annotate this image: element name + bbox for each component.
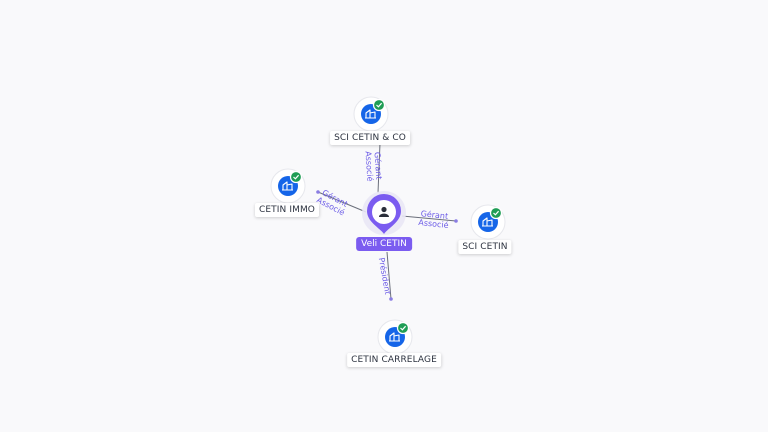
verified-icon (372, 98, 386, 112)
edge-line (401, 215, 457, 222)
edge-arrow-dot (389, 297, 393, 301)
edge-role-label: Associé (363, 151, 375, 182)
checkmark-icon (376, 102, 383, 108)
person-node[interactable] (362, 191, 406, 235)
edge-role-label: Gérant (373, 152, 385, 180)
company-label-cetin-immo[interactable]: CETIN IMMO (255, 203, 319, 217)
checkmark-icon (493, 210, 500, 216)
verified-icon (289, 170, 303, 184)
edge-line (386, 251, 392, 300)
company-label-cetin-carrelage[interactable]: CETIN CARRELAGE (347, 353, 441, 367)
company-node-cetin-carrelage[interactable] (377, 319, 413, 355)
edge-line (377, 142, 381, 194)
company-label-sci-cetin-co[interactable]: SCI CETIN & CO (330, 131, 410, 145)
company-node-sci-cetin-co[interactable] (353, 96, 389, 132)
company-node-sci-cetin[interactable] (470, 204, 506, 240)
edge-cetin-carrelage: Président (377, 251, 393, 301)
edge-line (317, 191, 367, 213)
building-icon (482, 217, 493, 227)
building-icon (389, 332, 400, 342)
nodes (270, 96, 506, 355)
checkmark-icon (400, 325, 407, 331)
edge-arrow-dot (454, 219, 458, 223)
company-label-sci-cetin[interactable]: SCI CETIN (458, 240, 512, 254)
edge-role-label: Associé (418, 217, 449, 230)
person-icon (379, 206, 389, 217)
edge-role-label: Gérant (420, 208, 448, 221)
verified-icon (489, 206, 503, 220)
company-node-cetin-immo[interactable] (270, 168, 306, 204)
verified-icon (396, 321, 410, 335)
building-icon (282, 181, 293, 191)
edge-role-label: Président (377, 257, 393, 295)
building-icon (365, 109, 376, 119)
edge-arrow-dot (316, 190, 320, 194)
person-label[interactable]: Veli CETIN (356, 237, 412, 251)
checkmark-icon (293, 174, 300, 180)
